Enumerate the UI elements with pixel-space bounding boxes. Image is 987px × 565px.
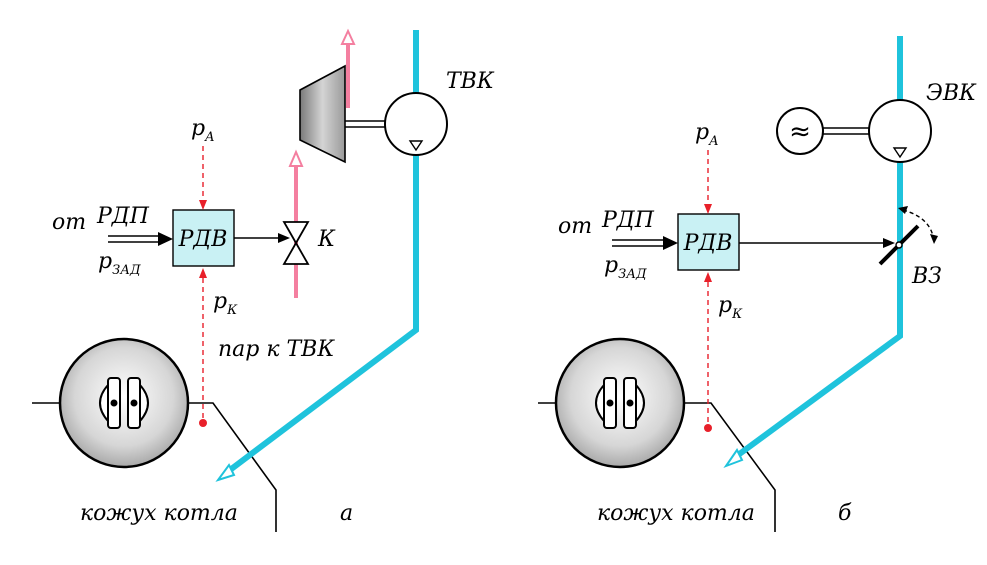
control-output-b <box>739 238 895 248</box>
pa-signal-b <box>704 150 712 214</box>
damper-label: ВЗ <box>911 264 942 289</box>
setpoint-sub-a: ЗАД <box>112 263 141 278</box>
boiler-casing-a <box>188 402 277 532</box>
controller-box-b <box>677 213 740 271</box>
setpoint-input-a <box>108 232 173 246</box>
motor-icon: ≈ <box>776 107 824 155</box>
casing-label-a: кожух котла <box>80 501 238 526</box>
valve-k-icon <box>282 221 310 265</box>
from-source-a: РДП <box>96 204 150 229</box>
unit-label-a: ТВК <box>446 69 495 94</box>
controller-box-a <box>172 209 235 267</box>
from-label-a: от <box>52 210 86 235</box>
panel-label-b: б <box>838 501 852 526</box>
svg-text:pЗАД: pЗАД <box>604 253 647 282</box>
drum-internals-icon <box>99 377 149 429</box>
svg-text:pК: pК <box>213 289 238 318</box>
controller-label-b: РДВ <box>683 231 733 256</box>
pk-p-b: p <box>718 293 732 318</box>
pk-signal-b <box>704 272 712 432</box>
svg-text:pA: pA <box>695 120 718 149</box>
compressor-evk-icon <box>868 99 932 163</box>
scheme-a: от РДП pЗАД pA pК РДВ К пар к ТВК ТВК ко… <box>32 28 495 532</box>
boiler-drum-a <box>32 337 190 469</box>
boiler-casing-b <box>684 402 776 532</box>
setpoint-input-b <box>612 236 678 250</box>
controller-label-a: РДВ <box>178 227 228 252</box>
compressor-tvk-icon <box>384 92 448 156</box>
svg-text:pA: pA <box>191 116 214 145</box>
boiler-drum-b <box>538 337 686 469</box>
svg-text:pЗАД: pЗАД <box>98 249 141 278</box>
from-label-b: от <box>558 214 592 239</box>
pa-sub-a: A <box>204 130 214 145</box>
pa-p-a: p <box>191 116 205 141</box>
steam-label: пар к ТВК <box>218 337 335 362</box>
control-output-a <box>234 233 290 243</box>
pk-signal-a <box>199 268 207 427</box>
turbine-icon <box>299 64 346 164</box>
pa-sub-b: A <box>708 134 718 149</box>
valve-label: К <box>317 227 336 252</box>
motor-symbol: ≈ <box>789 117 811 147</box>
pa-signal-a <box>199 146 207 210</box>
panel-label-a: а <box>340 501 353 526</box>
setpoint-p-b: p <box>604 253 618 278</box>
unit-label-b: ЭВК <box>926 81 977 106</box>
damper-icon <box>878 206 938 266</box>
from-source-b: РДП <box>601 208 655 233</box>
pk-sub-a: К <box>226 303 238 318</box>
gas-duct-b <box>723 36 903 469</box>
scheme-b: ≈ <box>538 36 977 532</box>
svg-text:pК: pК <box>718 293 743 322</box>
setpoint-sub-b: ЗАД <box>618 267 647 282</box>
casing-label-b: кожух котла <box>597 501 755 526</box>
pk-p-a: p <box>213 289 227 314</box>
pk-sub-b: К <box>731 307 743 322</box>
pa-p-b: p <box>695 120 709 145</box>
drum-internals-icon <box>595 377 645 429</box>
setpoint-p-a: p <box>98 249 112 274</box>
